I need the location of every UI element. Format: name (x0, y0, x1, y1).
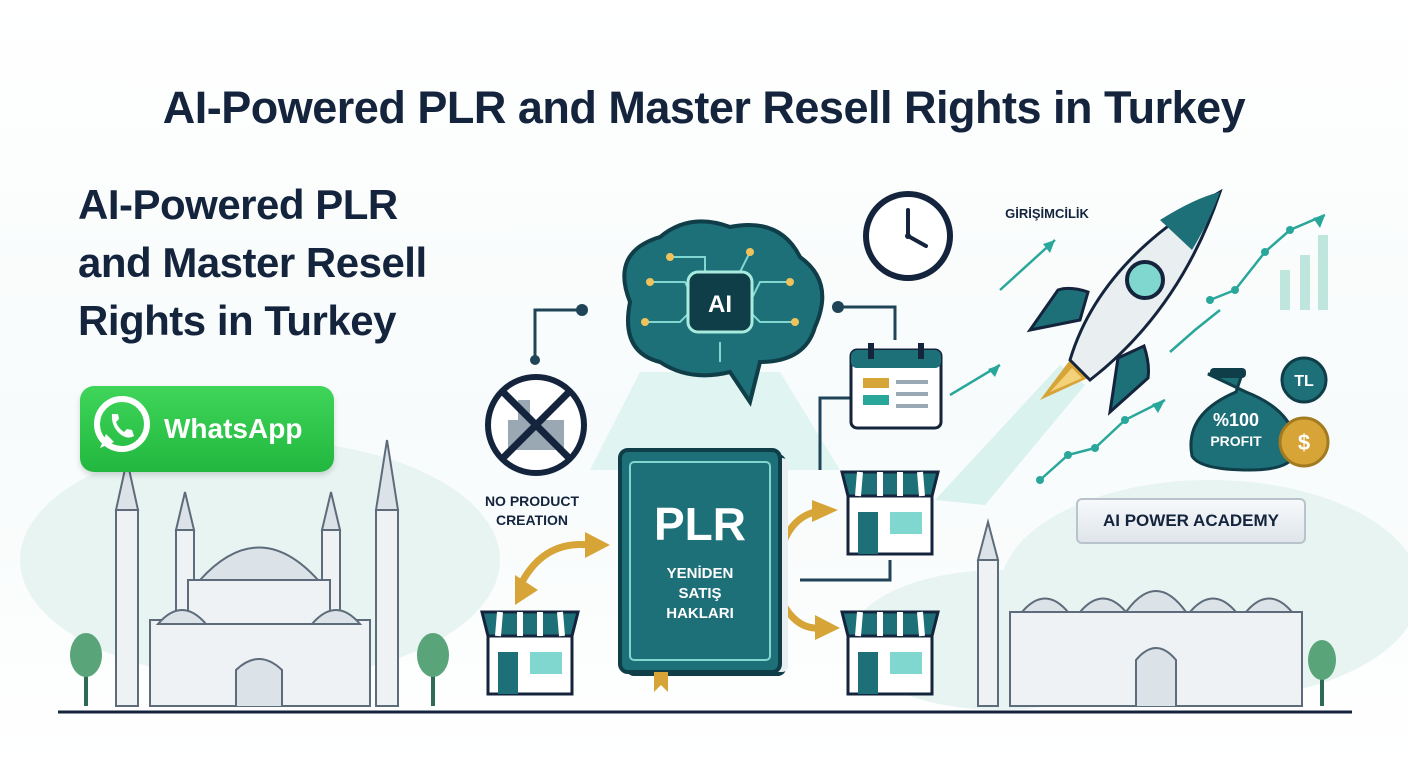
calendar-icon (849, 343, 943, 430)
plr-book: PLR YENİDEN SATIŞ HAKLARI (618, 448, 788, 692)
page-title: AI-Powered PLR and Master Resell Rights … (162, 82, 1246, 133)
clock-icon (863, 191, 953, 281)
book-line: HAKLARI (666, 605, 734, 622)
store-icon (480, 610, 580, 696)
no-product-label: NO PRODUCT CREATION (452, 492, 612, 530)
mosque-icon (114, 439, 400, 707)
no-product-line: CREATION (495, 512, 569, 528)
palace-icon (976, 518, 1303, 707)
currency-label: TL (1294, 373, 1314, 390)
entrepreneurship-label: GİRİŞİMCİLİK (1005, 206, 1089, 221)
store-icon (840, 610, 940, 696)
book-line: YENİDEN (667, 565, 734, 582)
money-bag-icon: TL %100 PROFIT $ (1189, 356, 1330, 472)
percent-label: %100 (1213, 410, 1259, 430)
whatsapp-icon (94, 396, 150, 452)
brain-icon: AI (622, 219, 825, 407)
profit-label: PROFIT (1210, 433, 1262, 449)
no-factory-icon (485, 374, 587, 476)
book-title: PLR (654, 498, 746, 550)
whatsapp-label: WhatsApp (164, 413, 303, 444)
light-beam (590, 372, 840, 470)
book-line: SATIŞ (678, 585, 721, 602)
tree-icon (1308, 640, 1336, 706)
no-product-line: NO PRODUCT (484, 493, 580, 509)
hero-title-line: AI-Powered PLR (78, 181, 398, 228)
hero-title-line: and Master Resell (78, 239, 427, 286)
whatsapp-button[interactable]: WhatsApp (80, 386, 334, 472)
coin-label: $ (1298, 430, 1310, 455)
rocket-icon (1026, 188, 1223, 416)
rocket-trail (935, 365, 1085, 505)
brain-label: AI (708, 291, 732, 318)
hero-title: AI-Powered PLR and Master Resell Rights … (78, 176, 598, 350)
store-icon (840, 470, 940, 556)
hero-title-line: Rights in Turkey (78, 297, 396, 344)
academy-badge: AI POWER ACADEMY (1076, 498, 1306, 544)
tree-icon (70, 633, 449, 706)
